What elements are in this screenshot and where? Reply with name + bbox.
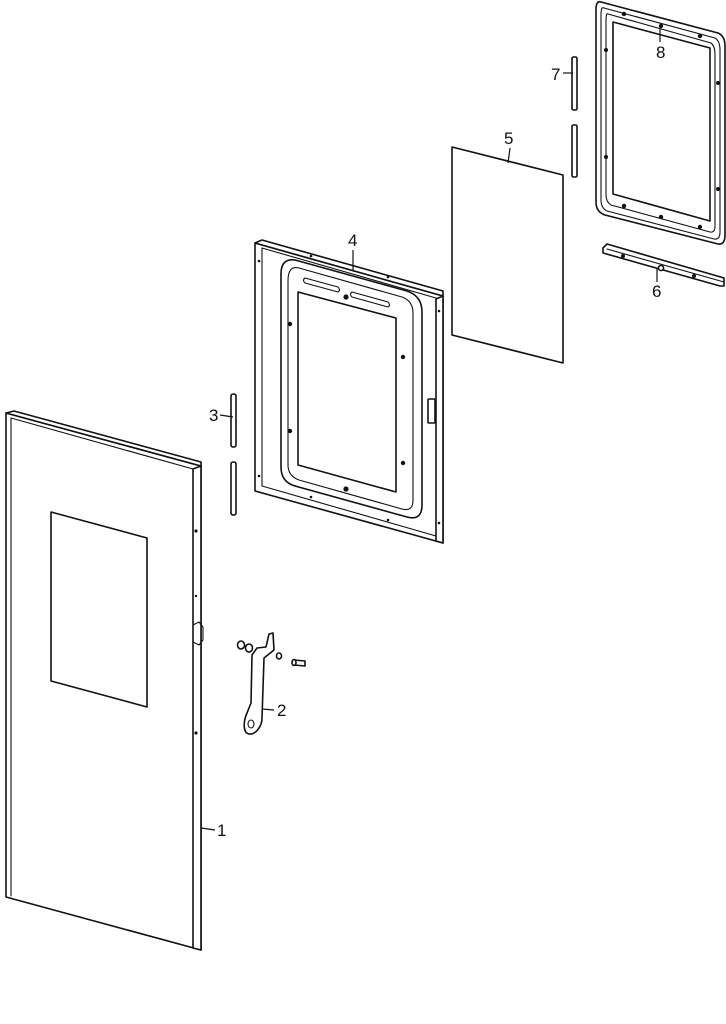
callout-1: 1 xyxy=(217,821,226,840)
part-1-door-panel xyxy=(5,410,204,951)
part-7-side-strips xyxy=(571,56,578,178)
callout-5: 5 xyxy=(504,129,513,148)
part-6-bottom-bracket xyxy=(602,243,725,287)
callout-7: 7 xyxy=(551,65,560,84)
part-3-hinge-pins xyxy=(230,393,237,516)
callout-4: 4 xyxy=(348,231,357,250)
callout-8: 8 xyxy=(656,43,665,62)
part-5-glass-pane xyxy=(451,146,564,364)
part-8-window-frame xyxy=(595,0,726,245)
callout-3: 3 xyxy=(209,406,218,425)
callout-2: 2 xyxy=(277,701,286,720)
part-4-inner-frame xyxy=(254,239,444,544)
callout-6: 6 xyxy=(652,282,661,301)
leader-lines xyxy=(200,28,661,831)
part-2-hinge-bracket xyxy=(236,632,306,735)
